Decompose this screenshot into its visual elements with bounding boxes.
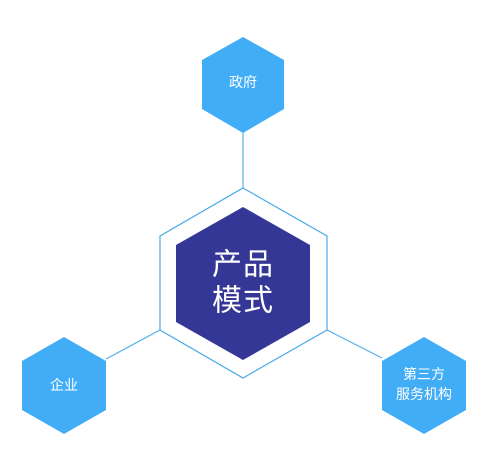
center-hexagon (176, 207, 310, 360)
connector-left (105, 329, 161, 360)
node-enterprise-label: 企业 (50, 377, 78, 394)
node-government-label: 政府 (229, 75, 257, 91)
node-third-party: 第三方 服务机构 (382, 337, 466, 434)
node-enterprise: 企业 (22, 337, 106, 434)
center-label-line1: 产品 (212, 248, 274, 283)
node-third-party-hexagon (382, 337, 466, 434)
node-third-party-label-line2: 服务机构 (396, 387, 452, 403)
node-third-party-label-line1: 第三方 (403, 366, 445, 383)
node-enterprise-hexagon (22, 337, 106, 434)
center-label-line2: 模式 (212, 284, 274, 319)
node-government-hexagon (202, 37, 284, 133)
node-government: 政府 (202, 37, 284, 133)
connector-right (326, 329, 383, 359)
